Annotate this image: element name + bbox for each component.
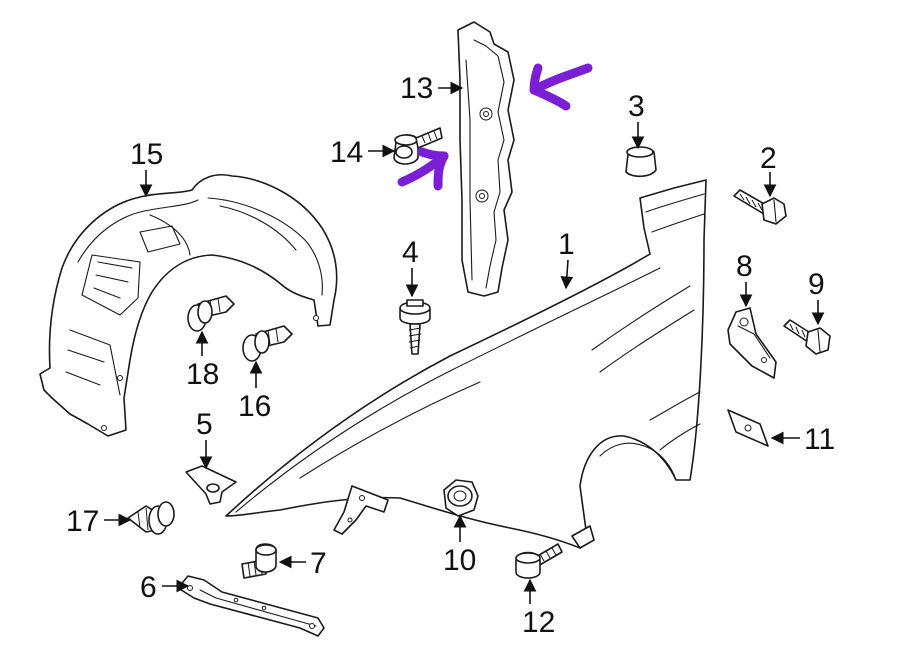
part-11-retainer[interactable]: [727, 409, 769, 447]
callout-11: 11: [804, 423, 835, 456]
callout-14: 14: [330, 136, 363, 169]
callout-17: 17: [66, 505, 99, 538]
callout-4: 4: [402, 236, 419, 269]
part-15-fender-liner[interactable]: [39, 174, 338, 437]
callout-10: 10: [443, 544, 476, 577]
part-16-push-pin[interactable]: [242, 325, 293, 362]
part-12-bolt[interactable]: [515, 543, 563, 579]
leader-lines: [104, 81, 825, 604]
part-5-clip-nut[interactable]: [185, 465, 237, 505]
part-14-bolt[interactable]: [393, 127, 443, 165]
part-3-grommet[interactable]: [625, 146, 657, 178]
callout-12: 12: [522, 606, 555, 639]
part-17-push-rivet[interactable]: [127, 501, 175, 535]
callout-7: 7: [310, 547, 327, 580]
callout-6: 6: [140, 571, 157, 604]
part-8-bracket[interactable]: [727, 307, 777, 379]
part-7-bolt[interactable]: [241, 543, 277, 579]
callout-5: 5: [196, 408, 213, 441]
callout-2: 2: [760, 142, 777, 175]
highlight-arrow-bolt: [397, 147, 449, 191]
part-2-bolt[interactable]: [733, 189, 787, 225]
part-13-fender-bracket[interactable]: [457, 21, 515, 297]
callout-labels: 1 2 3 4 5 6 7 8 9 10 11 12 13 14 15 16 1…: [66, 72, 835, 639]
part-18-push-pin[interactable]: [187, 295, 235, 332]
callout-16: 16: [238, 390, 271, 423]
callout-1: 1: [558, 228, 575, 261]
highlight-arrow-bracket: [529, 63, 593, 111]
callout-13: 13: [400, 72, 433, 105]
part-6-lower-bracket[interactable]: [177, 575, 325, 637]
part-10-nut[interactable]: [443, 479, 479, 517]
callout-8: 8: [736, 250, 753, 283]
callout-9: 9: [808, 268, 825, 301]
callout-18: 18: [186, 358, 219, 391]
callout-3: 3: [628, 90, 645, 123]
part-4-screw[interactable]: [399, 299, 431, 355]
part-1-front-fender[interactable]: [225, 179, 707, 549]
part-9-bolt[interactable]: [783, 319, 831, 355]
callout-15: 15: [130, 138, 163, 171]
